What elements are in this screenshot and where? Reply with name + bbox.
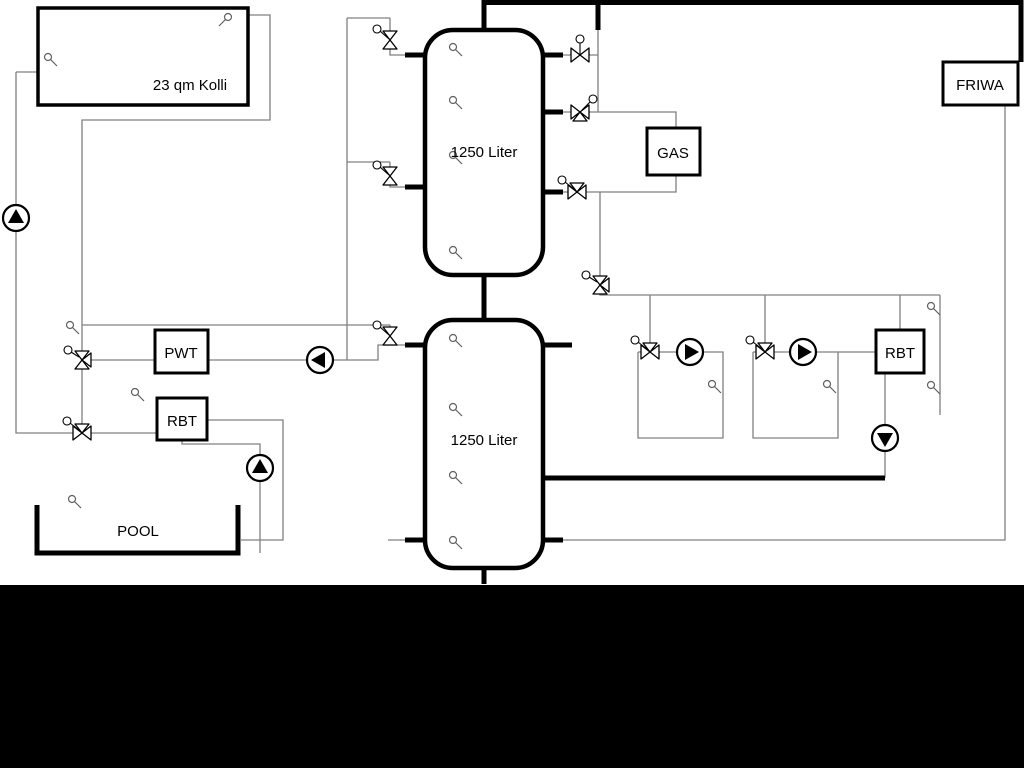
friwa-label: FRIWA	[956, 77, 1004, 94]
pump-icon	[675, 337, 705, 367]
pump-icon	[788, 337, 818, 367]
rbt-right-label: RBT	[885, 345, 915, 362]
pwt-label: PWT	[164, 345, 197, 362]
pipe-solar-pool-circuit	[15, 14, 406, 553]
collector-box	[36, 6, 250, 107]
rbt-left-box	[155, 396, 209, 442]
tank-lower-label: 1250 Liter	[451, 432, 518, 449]
pump-icon	[870, 423, 900, 453]
pipe-main-thick	[405, 0, 1024, 584]
pipes-thick	[405, 0, 1024, 584]
pool-basin	[34, 505, 241, 556]
rbt-left-label: RBT	[167, 413, 197, 430]
labels: 23 qm Kolli 1250 Liter 1250 Liter PWT RB…	[117, 77, 1004, 540]
gas-boiler-box	[645, 126, 702, 177]
pump-icon	[245, 453, 275, 483]
rbt-right-box	[874, 328, 926, 375]
pool-label: POOL	[117, 523, 159, 540]
pwt-box	[153, 328, 210, 375]
gas-label: GAS	[657, 145, 689, 162]
tank-upper-label: 1250 Liter	[451, 144, 518, 161]
pump-icon	[305, 345, 335, 375]
boxes	[34, 6, 1020, 556]
bottom-black-band	[0, 585, 1024, 768]
friwa-box	[941, 60, 1020, 107]
collector-label: 23 qm Kolli	[153, 77, 227, 94]
pump-icon	[1, 203, 31, 233]
